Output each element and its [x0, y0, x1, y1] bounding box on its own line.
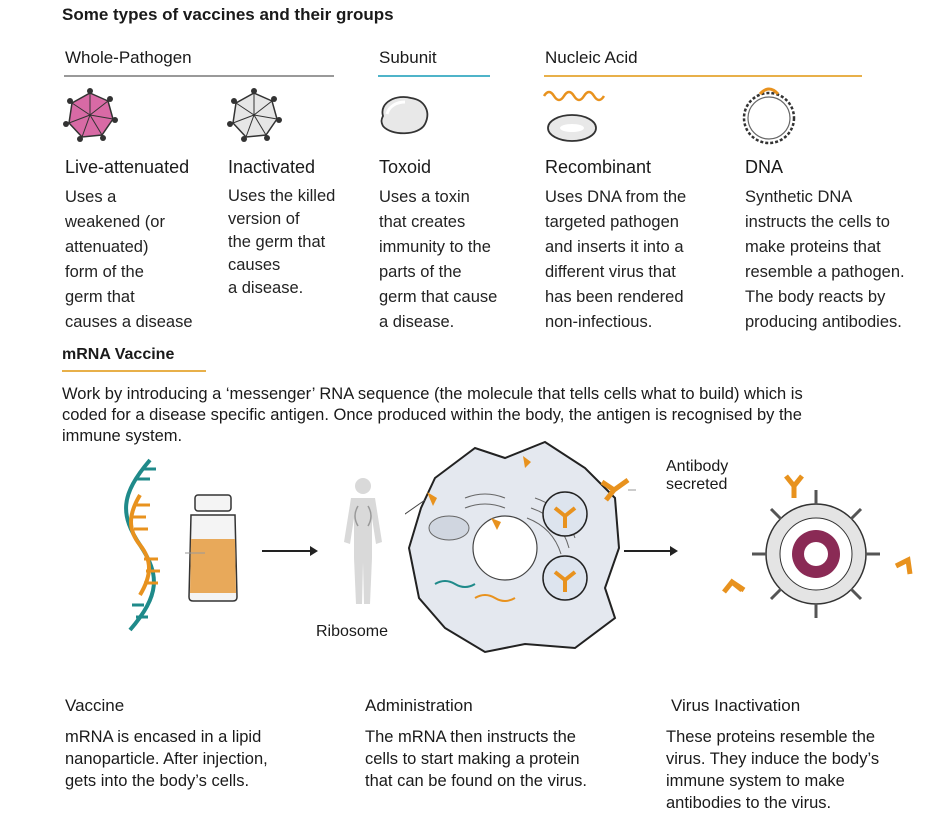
- mrna-intro: Work by introducing a ‘messenger’ RNA se…: [62, 385, 803, 445]
- group-nucleic-acid: Nucleic Acid: [545, 48, 638, 67]
- ribosome-label: Ribosome: [316, 623, 389, 640]
- live-attenuated-virus-icon: [63, 88, 118, 142]
- mrna-strand-icon: [124, 458, 160, 632]
- cell-diagram: [405, 440, 621, 654]
- type-name-recombinant: Recombinant: [545, 157, 652, 177]
- arrow-2-icon: [624, 546, 678, 556]
- step-title-virus-inactivation: Virus Inactivation: [671, 696, 801, 715]
- group-whole-pathogen-rule: [64, 75, 334, 77]
- virus-with-antibodies-icon: [722, 474, 913, 618]
- arrow-1-icon: [262, 546, 318, 556]
- human-body-icon: [344, 478, 382, 604]
- type-name-live-attenuated: Live-attenuated: [65, 157, 190, 177]
- step-title-administration: Administration: [365, 696, 473, 715]
- recombinant-dna-icon: [542, 90, 606, 142]
- group-subunit: Subunit: [379, 48, 437, 67]
- type-name-dna: DNA: [745, 157, 784, 177]
- antibody-icon: [600, 477, 636, 502]
- step-title-vaccine: Vaccine: [65, 696, 125, 715]
- group-nucleic-acid-rule: [544, 75, 862, 77]
- mrna-rule: [62, 370, 206, 372]
- vaccine-vial-icon: [185, 494, 238, 602]
- page-title: Some types of vaccines and their groups: [62, 5, 394, 24]
- mrna-title: mRNA Vaccine: [62, 346, 175, 363]
- group-subunit-rule: [378, 75, 490, 77]
- toxoid-cell-icon: [380, 96, 429, 135]
- type-name-toxoid: Toxoid: [379, 157, 432, 177]
- type-name-inactivated: Inactivated: [228, 157, 316, 177]
- dna-plasmid-icon: [742, 87, 796, 145]
- group-whole-pathogen: Whole-Pathogen: [65, 48, 192, 67]
- inactivated-virus-icon: [227, 88, 282, 142]
